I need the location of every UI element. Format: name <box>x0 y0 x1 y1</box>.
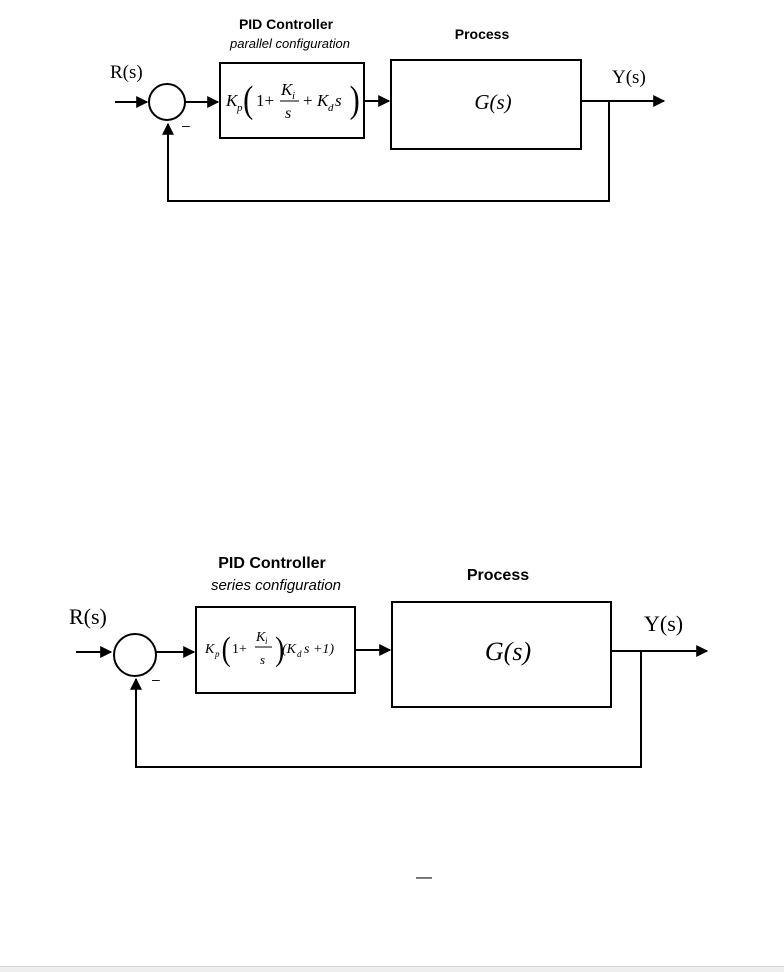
svg-text:s: s <box>260 652 265 667</box>
controller-title: PID Controller <box>239 16 334 32</box>
svg-text:i: i <box>265 636 268 646</box>
input-label: R(s) <box>110 62 143 83</box>
svg-text:(K: (K <box>282 642 297 657</box>
svg-text:): ) <box>350 79 360 121</box>
summing-junction <box>149 84 185 120</box>
diagram-series: PID Controller series configuration Proc… <box>69 555 707 767</box>
svg-text:+: + <box>303 91 313 110</box>
svg-text:K: K <box>204 642 215 657</box>
svg-text:i: i <box>292 90 295 102</box>
process-title: Process <box>467 567 529 584</box>
footer-mark: — <box>416 869 432 886</box>
svg-text:(: ( <box>243 79 253 121</box>
bottom-scroll-strip <box>0 966 784 972</box>
controller-formula: K p ( 1+ K i s + K d s ) <box>225 79 360 122</box>
output-label: Y(s) <box>612 67 646 88</box>
feedback-path <box>136 651 641 767</box>
input-label: R(s) <box>69 604 107 629</box>
controller-subtitle: series configuration <box>211 577 341 594</box>
summing-junction <box>114 634 156 676</box>
svg-text:(: ( <box>222 630 231 668</box>
feedback-sign: – <box>152 671 160 687</box>
controller-formula: K p ( 1+ K i s ) (K d s +1) <box>204 630 334 668</box>
plant-label: G(s) <box>485 637 531 666</box>
feedback-path <box>168 101 609 201</box>
svg-text:p: p <box>236 102 243 114</box>
process-title: Process <box>455 26 510 42</box>
diagram-parallel: PID Controller parallel configuration Pr… <box>110 16 664 201</box>
output-label: Y(s) <box>644 611 683 636</box>
svg-text:s: s <box>285 105 291 122</box>
plant-label: G(s) <box>474 90 511 114</box>
svg-text:s +1): s +1) <box>304 642 334 657</box>
feedback-sign: – <box>182 117 190 133</box>
svg-text:1+: 1+ <box>232 642 247 657</box>
svg-text:1+: 1+ <box>256 91 274 110</box>
svg-text:d: d <box>328 102 334 114</box>
svg-text:d: d <box>297 649 302 659</box>
controller-subtitle: parallel configuration <box>229 36 350 51</box>
controller-title: PID Controller <box>218 555 326 572</box>
svg-text:p: p <box>214 649 220 659</box>
svg-text:s: s <box>335 91 342 110</box>
